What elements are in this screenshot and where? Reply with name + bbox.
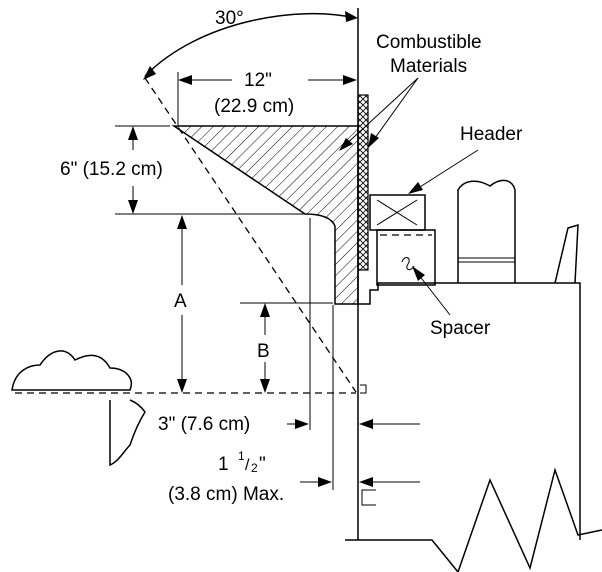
- gap-max-whole: 1: [218, 454, 229, 475]
- angle-arc: [144, 12, 356, 77]
- clearance-angle-line: [144, 77, 357, 393]
- dim-a-arrow-top: [177, 215, 187, 229]
- combustible-leader-2: [341, 77, 419, 149]
- header-label: Header: [460, 124, 523, 145]
- combustible-arrow-1: [368, 133, 379, 148]
- dim-a-arrow-bottom: [177, 379, 187, 393]
- mantel-shelf: [171, 125, 359, 305]
- angle-label: 30°: [215, 8, 244, 29]
- angle-arc-arrowhead-left: [143, 66, 156, 80]
- gap-max-arrow-right: [359, 477, 373, 487]
- appliance-handle: [554, 223, 579, 284]
- dim-b-arrow-top: [260, 303, 270, 317]
- combustible-label-line2: Materials: [390, 56, 467, 77]
- dim-b-arrow-bottom: [260, 379, 270, 393]
- appliance-latch: [361, 489, 376, 506]
- header-leader: [411, 149, 479, 193]
- width-inch-label: 12": [244, 70, 272, 91]
- appliance-break-zigzag: [345, 467, 602, 572]
- combustible-strip: [357, 94, 369, 271]
- appliance-hinge: [360, 384, 367, 394]
- height-label: 6" (15.2 cm): [60, 159, 163, 180]
- spacer-box: [376, 229, 436, 286]
- appliance-body: [358, 282, 581, 540]
- header-arrow: [408, 182, 423, 194]
- gap-max-cm-label: (3.8 cm) Max.: [168, 484, 284, 505]
- header-x-mark: [376, 199, 418, 226]
- gap-max-numerator: 1: [238, 449, 245, 463]
- gap-max-inch: ": [259, 454, 266, 475]
- spacer-symbol: [401, 257, 415, 271]
- gap-max-slash: /: [245, 457, 250, 474]
- dim-a-label: A: [174, 291, 187, 312]
- gap-3in-arrow-right: [359, 419, 373, 429]
- angle-arc-arrowhead-right: [345, 11, 358, 22]
- gap-3in-label: 3" (7.6 cm): [158, 414, 250, 435]
- dim-b-label: B: [257, 341, 270, 362]
- width-dim-arrow-right: [343, 75, 357, 85]
- height-dim-arrow-bottom: [128, 200, 138, 214]
- gap-max-denominator: 2: [251, 461, 258, 475]
- combustible-leader-1: [369, 77, 419, 146]
- gap-max-arrow-left: [318, 477, 332, 487]
- flue-pipe: [457, 179, 516, 283]
- width-cm-label: (22.9 cm): [214, 96, 294, 117]
- combustible-label-line1: Combustible: [376, 32, 482, 53]
- spacer-arrow: [412, 266, 425, 281]
- height-dim-arrow-top: [128, 126, 138, 140]
- floor-break-silhouette: [11, 350, 146, 467]
- spacer-label: Spacer: [430, 318, 491, 339]
- combustible-arrow-2: [339, 138, 353, 151]
- width-dim-arrow-left: [178, 75, 192, 85]
- gap-3in-arrow-left: [295, 419, 309, 429]
